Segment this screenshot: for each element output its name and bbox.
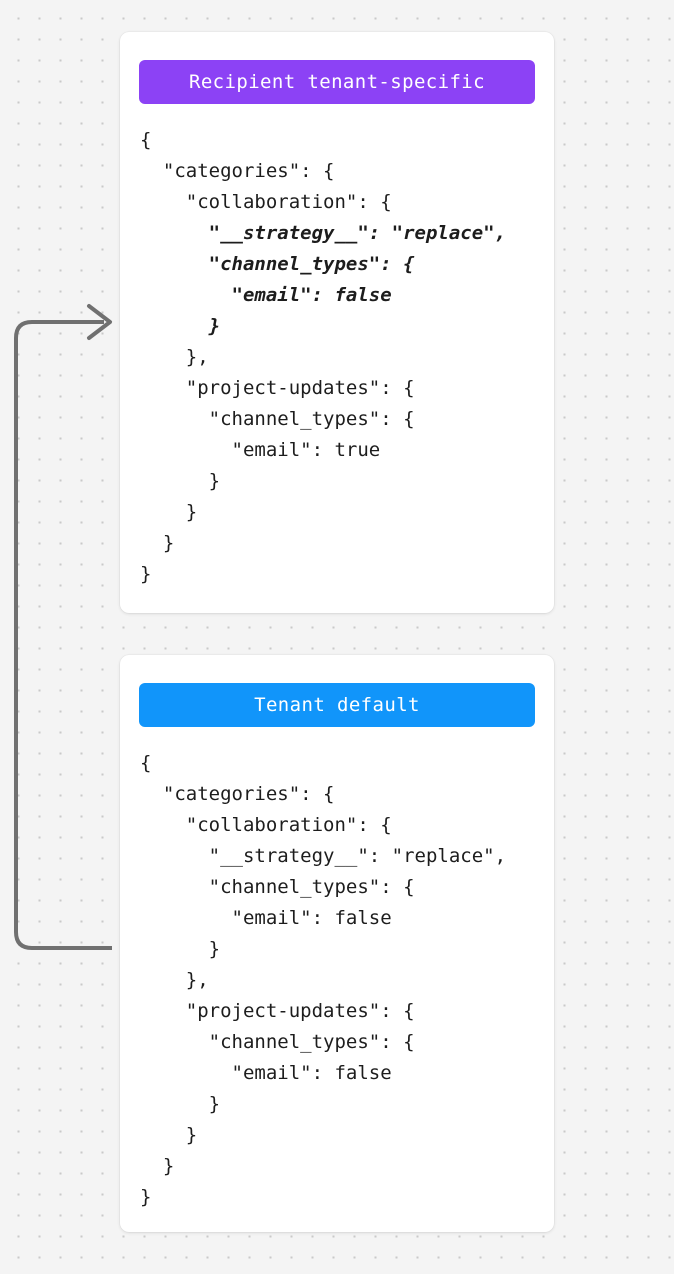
tenant-code-line-14: } xyxy=(140,1186,152,1208)
tenant-code-line-6: } xyxy=(140,938,221,960)
recipient-code-line-6: } xyxy=(140,315,221,337)
recipient-code-line-12: } xyxy=(140,501,198,523)
badge-tenant-default: Tenant default xyxy=(139,683,535,727)
recipient-code-line-11: } xyxy=(140,470,221,492)
recipient-code-line-1: "categories": { xyxy=(140,160,335,182)
recipient-code-line-14: } xyxy=(140,563,152,585)
card-tenant-default[interactable]: Tenant default { "categories": { "collab… xyxy=(120,655,554,1232)
code-block-tenant-default: { "categories": { "collaboration": { "__… xyxy=(140,748,538,1213)
recipient-code-line-0: { xyxy=(140,129,152,151)
recipient-code-line-9: "channel_types": { xyxy=(140,408,415,430)
tenant-code-line-11: } xyxy=(140,1093,221,1115)
badge-recipient-tenant-specific: Recipient tenant-specific xyxy=(139,60,535,104)
tenant-code-line-7: }, xyxy=(140,969,209,991)
tenant-code-line-8: "project-updates": { xyxy=(140,1000,415,1022)
recipient-code-line-5: "email": false xyxy=(140,284,392,306)
card-recipient-tenant-specific[interactable]: Recipient tenant-specific { "categories"… xyxy=(120,32,554,613)
recipient-code-line-3: "__strategy__": "replace", xyxy=(140,222,507,244)
recipient-code-line-10: "email": true xyxy=(140,439,381,461)
inheritance-arrow-head-icon xyxy=(87,304,112,340)
recipient-code-line-2: "collaboration": { xyxy=(140,191,392,213)
recipient-code-line-8: "project-updates": { xyxy=(140,377,415,399)
tenant-code-line-9: "channel_types": { xyxy=(140,1031,415,1053)
tenant-code-line-1: "categories": { xyxy=(140,783,335,805)
tenant-code-line-13: } xyxy=(140,1155,175,1177)
code-block-recipient-tenant-specific: { "categories": { "collaboration": { "__… xyxy=(140,125,538,590)
tenant-code-line-5: "email": false xyxy=(140,907,392,929)
tenant-code-line-0: { xyxy=(140,752,152,774)
tenant-code-line-12: } xyxy=(140,1124,198,1146)
tenant-code-line-4: "channel_types": { xyxy=(140,876,415,898)
tenant-code-line-3: "__strategy__": "replace", xyxy=(140,845,507,867)
inheritance-arrow-path xyxy=(14,320,112,950)
recipient-code-line-13: } xyxy=(140,532,175,554)
recipient-code-line-7: }, xyxy=(140,346,209,368)
tenant-code-line-2: "collaboration": { xyxy=(140,814,392,836)
recipient-code-line-4: "channel_types": { xyxy=(140,253,415,275)
tenant-code-line-10: "email": false xyxy=(140,1062,392,1084)
